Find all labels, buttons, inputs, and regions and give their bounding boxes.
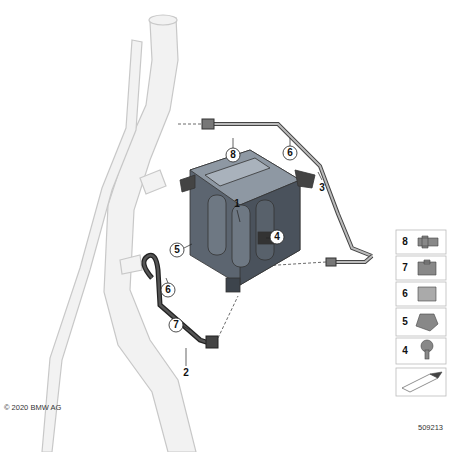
callout-number: 8 (230, 150, 236, 160)
callout-number: 6 (287, 148, 293, 158)
callout-number: 3 (319, 183, 325, 193)
callout-number: 5 (174, 245, 180, 255)
callout-number: 7 (173, 320, 179, 330)
callout-number: 6 (165, 285, 171, 295)
callout-number: 2 (183, 368, 189, 378)
copyright-note: © 2020 BMW AG (4, 404, 61, 412)
legend-number: 4 (402, 346, 408, 356)
legend-number: 5 (402, 317, 408, 327)
callout-number: 4 (274, 232, 280, 242)
legend-number: 6 (402, 289, 408, 299)
callout-number: 1 (234, 199, 240, 209)
diagram-number: 509213 (418, 424, 443, 432)
legend-number: 8 (402, 237, 408, 247)
legend-number: 7 (402, 263, 408, 273)
